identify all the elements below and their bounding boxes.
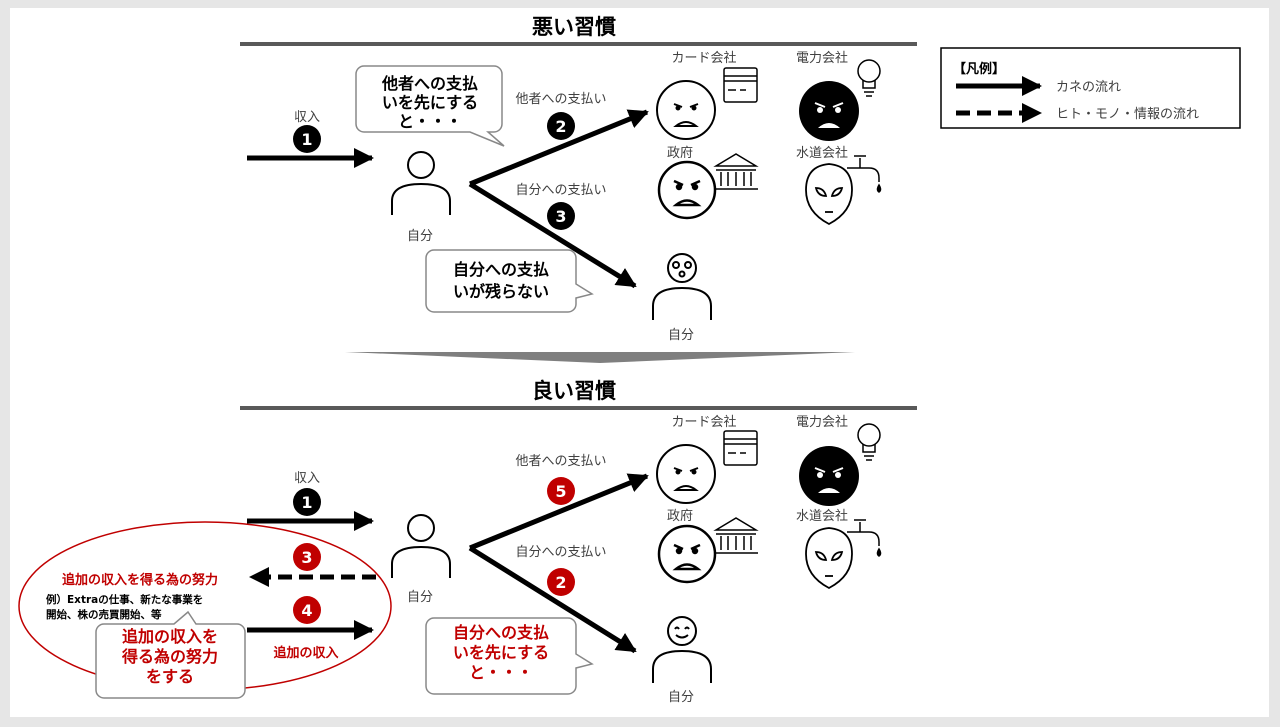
bad-others-label: 他者への支払い [515,92,606,107]
bad-step1-badge [293,125,321,153]
bad-alien-face-icon [805,163,853,226]
good-step3-number: 3 [301,548,312,567]
bad-power-label: 電力会社 [796,50,848,66]
bad-step2-badge [547,112,575,140]
bad-bubble-left-line1: 他者への支払 [381,74,478,93]
good-gov-face-icon [657,524,717,584]
good-alien-face-icon [805,527,853,590]
good-water-label: 水道会社 [796,508,848,524]
bad-person-label: 自分 [407,229,433,244]
bubble-self-first [425,617,594,695]
good-step1-badge [293,488,321,516]
bubble-effort-line1: 追加の収入を [122,627,218,646]
good-person-icon [391,514,451,578]
good-government-building-icon [713,517,759,554]
bad-gov-face-icon [657,160,717,220]
bad-lightbulb-icon [857,59,881,97]
section-divider-wedge [345,352,855,363]
good-step2-number: 2 [555,573,566,592]
bad-bubble-left-line3: と・・・ [398,112,462,131]
good-lightbulb-icon [857,423,881,461]
good-title: 良い習慣 [532,379,616,403]
bad-bubble-bottom-line1: 自分への支払 [453,260,549,279]
bad-title: 悪い習慣 [532,15,616,39]
bad-income-label: 収入 [294,110,320,125]
bubble-self-first-line3: と・・・ [469,663,533,682]
diagram: 悪い習慣 収入 1 他者への支払 いを先にする と・・・ 自分 他者への支払い … [18,15,1241,705]
good-me-label: 自分 [668,690,694,705]
good-step1-number: 1 [301,493,312,512]
bad-gov-label: 政府 [667,146,693,161]
slide: 悪い習慣 収入 1 他者への支払 いを先にする と・・・ 自分 他者への支払い … [10,8,1269,717]
good-step4-badge [293,596,321,624]
bad-me-label: 自分 [668,328,694,343]
good-step5-badge [547,477,575,505]
bad-step2-number: 2 [555,117,566,136]
legend-info-flow: ヒト・モノ・情報の流れ [1056,107,1199,122]
bubble-effort-line3: をする [146,667,194,686]
bubble-self-first-line2: いを先にする [453,643,549,662]
bad-me-icon [652,253,712,320]
bad-card-face-icon [656,80,716,140]
good-step3-badge [293,543,321,571]
good-self-arrow [468,545,637,654]
bad-bubble-bottom-line2: いが残らない [453,282,549,301]
good-step5-number: 5 [555,482,566,501]
bubble-effort [95,610,246,699]
good-card-label: カード会社 [671,414,736,430]
legend-money-flow: カネの流れ [1056,80,1121,95]
good-others-label: 他者への支払い [515,454,606,469]
bad-step1-number: 1 [301,130,312,149]
bad-card-label: カード会社 [671,50,736,66]
good-card-face-icon [656,444,716,504]
effort-example-line2: 開始、株の売買開始、等 [46,608,162,621]
bad-bubble-left-line2: いを先にする [382,93,478,112]
good-income-label: 収入 [294,471,320,486]
bad-water-label: 水道会社 [796,145,848,161]
effort-title: 追加の収入を得る為の努力 [62,572,218,588]
good-others-arrow [469,473,649,551]
bad-self-label: 自分への支払い [515,183,606,198]
good-faucet-icon [847,519,882,557]
good-power-label: 電力会社 [796,414,848,430]
bad-credit-card-icon [723,67,758,103]
good-me-icon [652,616,712,683]
bad-self-arrow [468,181,637,289]
good-person-label: 自分 [407,590,433,605]
good-gov-label: 政府 [667,509,693,524]
bad-step3-number: 3 [555,207,566,226]
good-power-face-icon [799,446,859,506]
bad-person-icon [391,151,451,215]
bad-power-face-icon [799,81,859,141]
legend-title: 【凡例】 [953,61,1005,77]
good-credit-card-icon [723,430,758,466]
bad-faucet-icon [847,155,882,193]
bad-government-building-icon [713,153,759,190]
good-self-label: 自分への支払い [515,545,606,560]
good-step2-badge [547,568,575,596]
effort-example-line1: 例）Extraの仕事、新たな事業を [46,593,203,606]
extra-income-label: 追加の収入 [273,645,338,661]
bad-others-arrow [469,109,649,187]
good-step4-number: 4 [301,601,312,620]
bubble-self-first-line1: 自分への支払 [453,623,549,642]
bubble-effort-line2: 得る為の努力 [121,647,218,666]
bad-step3-badge [547,202,575,230]
bad-bubble-bottom [425,249,594,313]
bad-bubble-left [355,65,505,147]
